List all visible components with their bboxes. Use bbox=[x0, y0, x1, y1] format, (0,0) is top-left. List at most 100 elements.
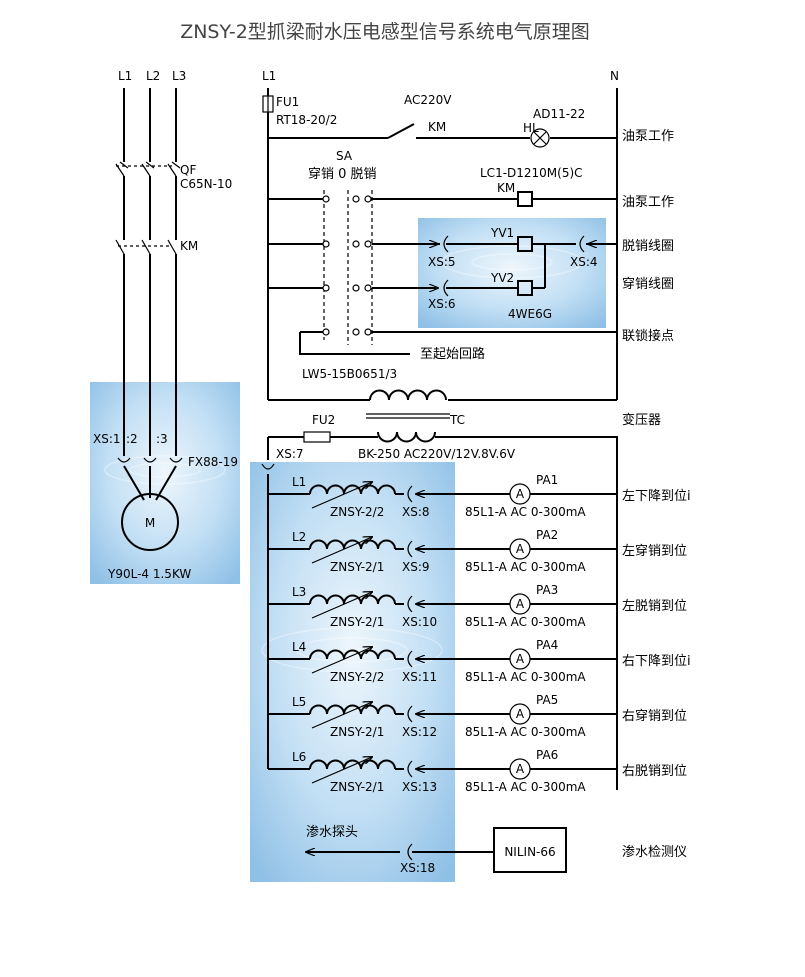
nilin-box bbox=[493, 827, 567, 873]
transformer: 变压器 TC FU2 XS:7 BK-250 AC220V/12V.8V.6V bbox=[261, 389, 661, 790]
signal-panel bbox=[250, 462, 455, 882]
tc-label: TC bbox=[449, 413, 465, 427]
coil-release-label: 脱销线圈 bbox=[622, 239, 674, 254]
connector-icon bbox=[407, 485, 413, 503]
sensor-model: ZNSY-2/1 bbox=[330, 780, 384, 794]
connector-icon bbox=[407, 595, 413, 613]
ad-label: AD11-22 bbox=[533, 107, 585, 121]
signal-desc: 右穿销到位 bbox=[622, 708, 687, 724]
km-coil-icon bbox=[517, 191, 533, 207]
ammeter-symbol: A bbox=[516, 542, 525, 556]
meter-model: 85L1-A AC 0-300mA bbox=[465, 780, 586, 794]
ammeter-symbol: A bbox=[516, 652, 525, 666]
ammeter-label: PA5 bbox=[536, 693, 558, 707]
ammeter-label: PA4 bbox=[536, 638, 558, 652]
signal-desc: 左脱销到位 bbox=[622, 599, 687, 614]
transformer-secondary-icon bbox=[377, 431, 436, 443]
xs3-label: :3 bbox=[156, 432, 168, 446]
ammeter-label: PA3 bbox=[536, 583, 558, 597]
interlock-label: 联锁接点 bbox=[622, 328, 674, 344]
phase-l2-label: L2 bbox=[146, 69, 160, 83]
xs2-label: :2 bbox=[126, 432, 138, 446]
xs4-label: XS:4 bbox=[570, 255, 598, 269]
connector-label: XS:8 bbox=[402, 505, 430, 519]
lw5-label: LW5-15B0651/3 bbox=[302, 367, 397, 381]
lc1-label: LC1-D1210M(5)C bbox=[480, 166, 583, 180]
ammeter-symbol: A bbox=[516, 707, 525, 721]
sensor-model: ZNSY-2/1 bbox=[330, 560, 384, 574]
meter-model: 85L1-A AC 0-300mA bbox=[465, 615, 586, 629]
transformer-model: BK-250 AC220V/12V.8V.6V bbox=[358, 447, 516, 461]
inductor-coil-icon bbox=[309, 704, 396, 715]
signal-desc: 左穿销到位 bbox=[622, 543, 687, 559]
pump-work-label-2: 油泵工作 bbox=[622, 195, 674, 210]
signal-desc: 右脱销到位 bbox=[622, 764, 687, 779]
qf-label: QF bbox=[180, 163, 196, 177]
coil-label: L5 bbox=[292, 695, 306, 709]
sensor-model: ZNSY-2/1 bbox=[330, 615, 384, 629]
connector-label: XS:11 bbox=[402, 670, 437, 684]
coil-label: L3 bbox=[292, 585, 306, 599]
xs7-label: XS:7 bbox=[276, 447, 304, 461]
km-coil-label: KM bbox=[497, 181, 515, 195]
coil-insert-label: 穿销线圈 bbox=[622, 276, 674, 292]
meter-model: 85L1-A AC 0-300mA bbox=[465, 725, 586, 739]
ammeter-symbol: A bbox=[516, 487, 525, 501]
fu1-label: FU1 bbox=[276, 95, 299, 109]
phase-l1-label: L1 bbox=[118, 69, 132, 83]
connector-icon bbox=[407, 760, 413, 778]
signal-desc: 左下降到位i bbox=[622, 489, 691, 504]
sa-positions-label: 穿销 0 脱销 bbox=[308, 166, 377, 182]
ammeter-symbol: A bbox=[516, 762, 525, 776]
inductor-coil-icon bbox=[309, 484, 396, 495]
transformer-label: 变压器 bbox=[622, 412, 661, 428]
yv2-label: YV2 bbox=[490, 271, 514, 285]
signal-desc: 右下降到位i bbox=[622, 654, 691, 669]
probe-xs-label: XS:18 bbox=[400, 861, 435, 875]
page-title: ZNSY-2型抓梁耐水压电感型信号系统电气原理图 bbox=[180, 21, 590, 43]
ammeter-label: PA2 bbox=[536, 528, 558, 542]
sensor-model: ZNSY-2/2 bbox=[330, 670, 384, 684]
connector-label: XS:12 bbox=[402, 725, 437, 739]
sensor-model: ZNSY-2/2 bbox=[330, 505, 384, 519]
coil-label: L6 bbox=[292, 750, 306, 764]
meter-model: 85L1-A AC 0-300mA bbox=[465, 505, 586, 519]
qf-model: C65N-10 bbox=[180, 177, 232, 191]
ammeter-symbol: A bbox=[516, 597, 525, 611]
meter-model: 85L1-A AC 0-300mA bbox=[465, 670, 586, 684]
xs5-label: XS:5 bbox=[428, 255, 456, 269]
coil-label: L4 bbox=[292, 640, 306, 654]
control-n-label: N bbox=[610, 69, 619, 83]
fu1-model: RT18-20/2 bbox=[276, 113, 337, 127]
motor-symbol bbox=[121, 493, 179, 551]
valve-model-label: 4WE6G bbox=[508, 307, 552, 321]
inductor-coil-icon bbox=[309, 759, 396, 770]
fx-label: FX88-19 bbox=[188, 455, 238, 469]
connector-label: XS:10 bbox=[402, 615, 437, 629]
sensor-model: ZNSY-2/1 bbox=[330, 725, 384, 739]
leak-probe-section: 渗水探头 XS:18 NILIN-66 渗水检测仪 bbox=[306, 825, 687, 875]
control-l1-label: L1 bbox=[262, 69, 276, 83]
connector-icon bbox=[407, 540, 413, 558]
valve-panel bbox=[418, 218, 606, 328]
connector-label: XS:9 bbox=[402, 560, 430, 574]
ammeter-label: PA1 bbox=[536, 473, 558, 487]
meter-model: 85L1-A AC 0-300mA bbox=[465, 560, 586, 574]
connector-icon bbox=[407, 705, 413, 723]
connector-icon bbox=[407, 650, 413, 668]
motor-model: Y90L-4 1.5KW bbox=[107, 567, 191, 581]
motor-letter: M bbox=[145, 516, 155, 530]
xs6-label: XS:6 bbox=[428, 297, 456, 311]
km-main-label: KM bbox=[180, 239, 198, 253]
phase-l3-label: L3 bbox=[172, 69, 186, 83]
ammeter-label: PA6 bbox=[536, 748, 558, 762]
coil-label: L1 bbox=[292, 475, 306, 489]
pump-work-label-1: 油泵工作 bbox=[622, 129, 674, 144]
inductor-coil-icon bbox=[309, 594, 396, 605]
fuse-fu2-icon bbox=[303, 431, 331, 443]
